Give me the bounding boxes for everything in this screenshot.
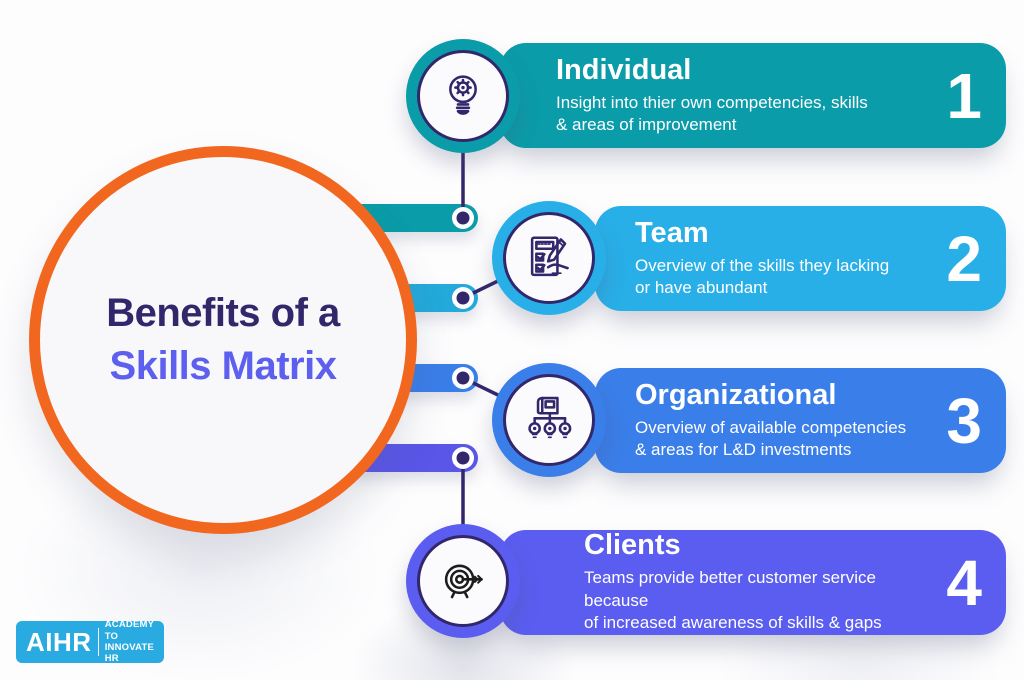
benefit-number: 2 — [946, 222, 982, 295]
icon-inner-circle — [417, 535, 509, 627]
benefit-bar-organizational: Organizational Overview of available com… — [595, 368, 1006, 473]
benefit-number: 3 — [946, 384, 982, 457]
icon-inner-circle — [503, 212, 595, 304]
lightbulb-gear-icon — [449, 75, 477, 115]
benefit-number: 4 — [946, 546, 982, 619]
benefit-title: Team — [635, 216, 709, 249]
icon-circle-team — [492, 201, 606, 315]
icon-inner-circle — [417, 50, 509, 142]
target-arrow-icon — [444, 564, 483, 599]
benefit-number: 1 — [946, 59, 982, 132]
aihr-logo: AIHR ACADEMY TO INNOVATE HR — [16, 619, 164, 665]
icon-circle-individual — [406, 39, 520, 153]
checklist-hand-icon — [530, 236, 569, 277]
benefit-title: Clients — [584, 529, 681, 562]
page-title-line1: Benefits of a — [106, 291, 340, 336]
icon-inner-circle — [503, 374, 595, 466]
benefit-description: Insight into thier own competencies, ski… — [556, 92, 868, 134]
benefit-title: Organizational — [635, 378, 837, 411]
title-circle: Benefits of a Skills Matrix — [29, 146, 417, 534]
logo-tagline: ACADEMY TO INNOVATE HR — [104, 619, 154, 665]
page-title-line2: Skills Matrix — [109, 344, 337, 388]
knowledge-network-icon — [528, 396, 572, 439]
benefit-description: Overview of the skills they lacking or h… — [635, 255, 890, 297]
benefit-bar-team: Team Overview of the skills they lacking… — [595, 206, 1006, 311]
benefit-description: Teams provide better customer service be… — [584, 568, 882, 633]
icon-circle-clients — [406, 524, 520, 638]
benefit-bar-clients: Clients Teams provide better customer se… — [500, 529, 1006, 635]
icon-circle-organizational — [492, 363, 606, 477]
logo-wordmark: AIHR — [26, 626, 92, 657]
benefit-description: Overview of available competencies & are… — [635, 417, 907, 459]
benefit-title: Individual — [556, 53, 692, 86]
benefit-bar-individual: Individual Insight into thier own compet… — [500, 43, 1006, 148]
